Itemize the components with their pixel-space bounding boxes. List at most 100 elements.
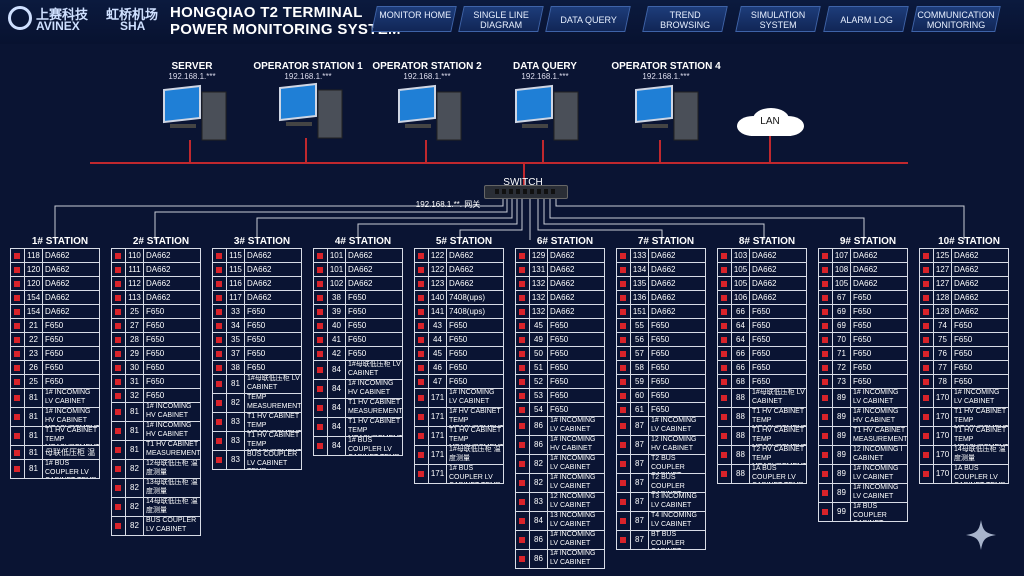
- device-row[interactable]: 841# BUS COUPLER LV CABINET TEMP MEASURE…: [313, 436, 403, 455]
- lan-cloud-icon[interactable]: LAN: [733, 107, 807, 137]
- data-query-computer-icon[interactable]: [512, 84, 582, 144]
- operator-station-4-computer-icon[interactable]: [632, 84, 702, 144]
- server-computer-icon[interactable]: [160, 84, 230, 144]
- network-switch-icon[interactable]: [484, 185, 568, 199]
- operator-station-1-computer-icon[interactable]: [276, 82, 346, 142]
- operator-station-2-computer-icon[interactable]: [395, 84, 465, 144]
